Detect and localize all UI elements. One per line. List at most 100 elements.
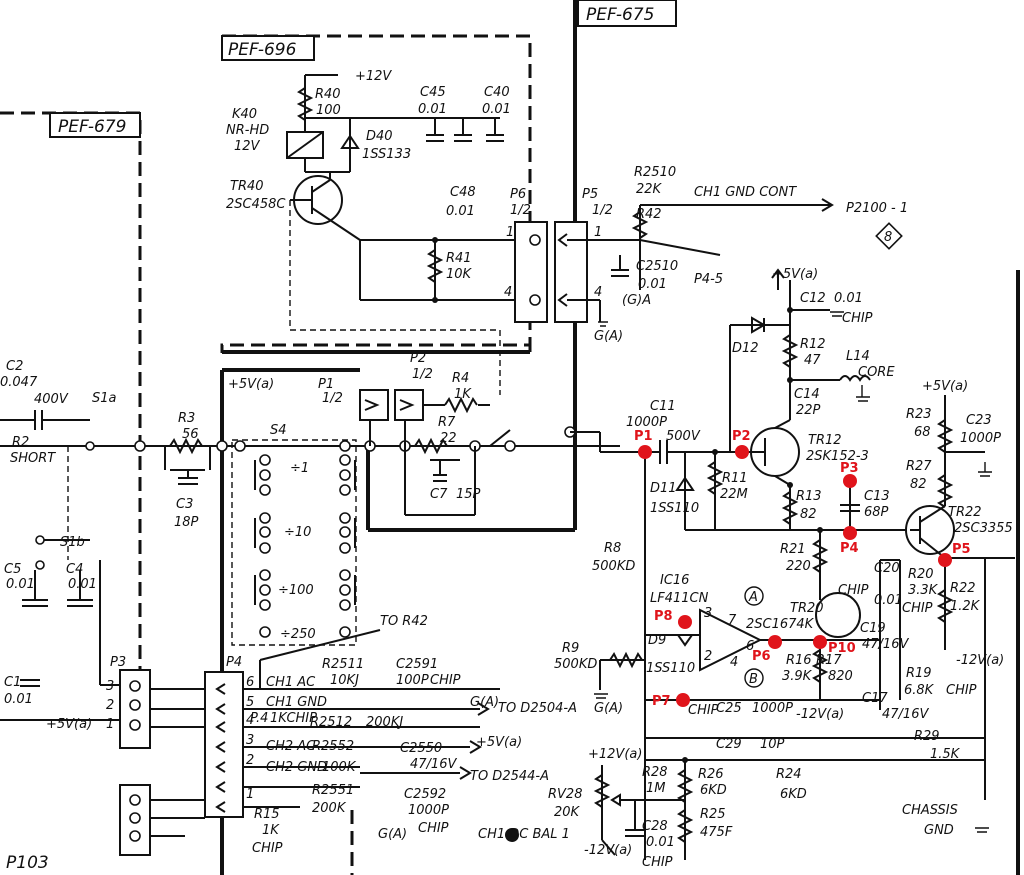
label-s4-div10: ÷10 <box>284 525 311 540</box>
label-ic16-type: LF411CN <box>650 591 709 606</box>
label-r2510-value: 22K <box>636 182 663 197</box>
label-ic-ref-a: A <box>748 590 758 605</box>
label-ic16: IC16 <box>660 573 689 588</box>
probe-dot-p7 <box>676 693 690 707</box>
label-r24-value: 6KD <box>780 787 807 802</box>
label-p3-pin2: 2 <box>106 698 114 713</box>
label-r16: R16 <box>786 653 812 668</box>
label-c12-chip: CHIP <box>842 311 873 326</box>
label-r11: R11 <box>722 471 748 486</box>
label-r2552: R2552 <box>312 739 354 754</box>
label-c13: C13 <box>864 489 890 504</box>
label-p3: P3 <box>110 655 126 670</box>
label-r8: R8 <box>604 541 621 556</box>
label-s4: S4 <box>270 423 287 438</box>
label-d12: D12 <box>732 341 759 356</box>
label-plus12-rv28: +12V(a) <box>588 747 642 762</box>
label-c11-value: 1000P <box>626 415 667 430</box>
label-r2510: R2510 <box>634 165 676 180</box>
label-r40: R40 <box>315 87 341 102</box>
label-c25: C25 <box>716 701 742 716</box>
label-r9: R9 <box>562 641 579 656</box>
label-ch1-dc-bal: CH1 DC BAL 1 <box>478 827 570 842</box>
label-r25: R25 <box>700 807 726 822</box>
label-c20-chip: CHIP <box>838 583 869 598</box>
label-c48: C48 <box>450 185 476 200</box>
label-d9: D9 <box>648 633 666 648</box>
label-r12: R12 <box>800 337 826 352</box>
label-c17-value: 47/16V <box>882 707 929 722</box>
label-r3: R3 <box>178 411 195 426</box>
label-r29: R29 <box>914 729 940 744</box>
probe-label-p5: P5 <box>952 542 971 557</box>
label-c14-value: 22P <box>796 403 821 418</box>
label-r7-value: 22 <box>440 431 457 446</box>
label-p6-pin4: 4 <box>504 285 512 300</box>
label-c45-value: 0.01 <box>418 102 447 117</box>
label-r19-chip: CHIP <box>946 683 977 698</box>
label-r29-value: 1.5K <box>930 747 961 762</box>
label-k40-voltage: 12V <box>234 139 261 154</box>
label-supply-5v: +5V(a) <box>476 735 522 750</box>
label-r15-chip: CHIP <box>252 841 283 856</box>
label-p4-5: P4-5 <box>694 272 723 287</box>
label-c5: C5 <box>4 562 21 577</box>
label-p5-pins: 1/2 <box>592 203 613 218</box>
label-ic-pin2: 2 <box>704 649 712 664</box>
label-tr40-type: 2SC458C <box>226 197 286 212</box>
label-c2510-ground: (G)A <box>622 293 651 308</box>
label-s4-div250: ÷250 <box>280 627 316 642</box>
label-supply-12v: +12V <box>355 69 392 84</box>
label-r15-value: 1K <box>262 823 280 838</box>
label-supply-5va-tr22: +5V(a) <box>922 379 968 394</box>
label-p6-pin1: 1 <box>506 225 514 240</box>
relay-section <box>286 74 530 395</box>
label-tr20-type: 2SC1674K <box>746 617 815 632</box>
label-c28-chip: CHIP <box>642 855 673 870</box>
label-p1-pins: 1/2 <box>322 391 343 406</box>
probe-points: P1 P2 P3 P4 P5 P6 P7 P8 P10 <box>634 429 971 709</box>
label-r11-value: 22M <box>720 487 748 502</box>
component-labels: +12V R40 100 K40 NR-HD 12V D40 1SS133 C4… <box>0 69 1013 870</box>
label-c4: C4 <box>66 562 83 577</box>
label-r20: R20 <box>908 567 934 582</box>
connectors-p3-p4 <box>119 629 500 856</box>
label-to-d2544: TO D2544-A <box>470 769 549 784</box>
label-p4-pin2: 2 <box>246 753 254 768</box>
label-r41-value: 10K <box>446 267 473 282</box>
label-p3-pin1: 1 <box>106 717 114 732</box>
label-c2591-chip: CHIP <box>430 673 461 688</box>
label-c3-value: 18P <box>174 515 199 530</box>
label-c29-value: 10P <box>760 737 785 752</box>
r2510-network <box>611 198 834 290</box>
label-rv28: RV28 <box>548 787 582 802</box>
label-c2550-value: 47/16V <box>410 757 457 772</box>
label-ic-ref-b: B <box>749 672 758 687</box>
input-section <box>0 410 620 721</box>
label-r22: R22 <box>950 581 976 596</box>
label-c2510-value: 0.01 <box>638 277 667 292</box>
label-r2511-value: 10KJ <box>330 673 359 688</box>
label-c28: C28 <box>642 819 668 834</box>
probe-label-p3: P3 <box>840 461 859 476</box>
label-c23-value: 1000P <box>960 431 1001 446</box>
label-p1: P1 <box>318 377 334 392</box>
label-c1-value: 0.01 <box>4 692 33 707</box>
label-supply-5va: +5V(a) <box>228 377 274 392</box>
probe-label-p10: P10 <box>828 641 856 656</box>
label-r9-value: 500KD <box>554 657 597 672</box>
label-to-d2504: TO D2504-A <box>498 701 577 716</box>
label-c20: C20 <box>874 561 900 576</box>
label-d11: D11 <box>650 481 677 496</box>
label-c11: C11 <box>650 399 676 414</box>
label-p4-pin1: 1 <box>246 787 254 802</box>
label-ic-pin4: 4 <box>730 655 738 670</box>
label-c25-chip: CHIP <box>688 703 719 718</box>
label-d11-type: 1SS110 <box>650 501 699 516</box>
label-r2512-p4: P.4 <box>250 711 268 726</box>
label-c25-value: 1000P <box>752 701 793 716</box>
probe-dot-p4 <box>843 526 857 540</box>
label-r22-value: 1.2K <box>950 599 981 614</box>
label-r7: R7 <box>438 415 456 430</box>
